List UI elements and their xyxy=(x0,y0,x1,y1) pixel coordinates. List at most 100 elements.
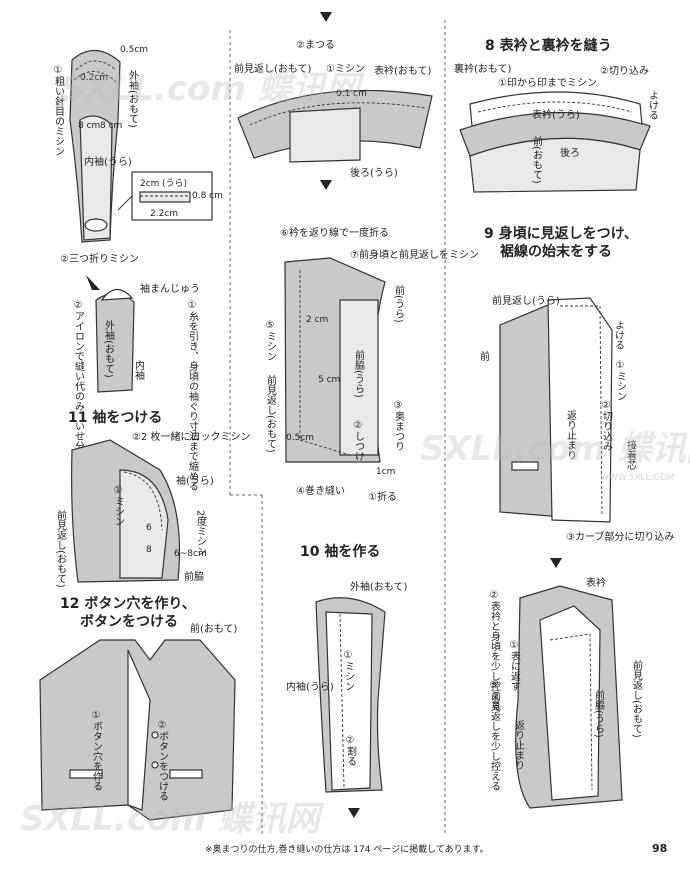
sleeve-prep-section: 0.5cm 0.2cm 8 cm 8 cm ①粗い針目のミシン 外袖(おもて) … xyxy=(53,45,223,491)
step-9-title-a: 9 身頃に見返しをつけ、 xyxy=(484,225,638,242)
sleeve-ham-shape xyxy=(100,288,134,301)
secure-label: ②しつけ xyxy=(353,420,365,461)
step11-machine-label: ①ミシン xyxy=(113,485,124,526)
step-12-title-b: ボタンをつける xyxy=(80,614,178,630)
button-2 xyxy=(151,761,159,769)
watermark-logo-top: SXLL.com 蝶讯网 xyxy=(60,69,365,109)
collar-machine: ①ミシン xyxy=(326,64,365,75)
step-11-section: 11 袖をつける ②2 枚一緒にロックミシン ①ミシン 袖(うら) 前見返し(お… xyxy=(55,409,251,588)
down-arrow-icon xyxy=(348,808,360,818)
step-10-section: 10 袖を作る 外袖(おもて) ①ミシン 内袖(うら) ②割る xyxy=(286,543,408,818)
measure-02cm: 0.2cm xyxy=(80,73,108,83)
step9-front: 前 xyxy=(480,350,490,363)
facing-05cm: 0.5cm xyxy=(286,433,314,443)
roll-stitch-label: ④巻き縫い xyxy=(296,484,345,497)
back-blind-label: ③奥まつり xyxy=(393,400,405,451)
step-10-title: 10 袖を作る xyxy=(300,543,380,560)
step9-align: よける xyxy=(613,320,624,350)
step9-facing xyxy=(547,297,613,523)
step9b-facing xyxy=(539,605,601,801)
facing-front-side: 前脇(うら) xyxy=(353,349,365,398)
buttonhole-label: ①ボタン穴を作る xyxy=(91,710,103,791)
step-11-title: 11 袖をつける xyxy=(68,409,162,426)
step9-lapel-end: 返り止まり xyxy=(565,410,577,460)
column-separators xyxy=(229,20,446,835)
button-label: ②ボタンをつける xyxy=(157,720,169,801)
iron-note-label: ②アイロンで縫い代のみ、いせ分をつぶす xyxy=(73,300,85,491)
inner-sleeve-label: 内袖(うら) xyxy=(84,155,132,168)
step9b-lapel-end: 返り止まり xyxy=(513,720,525,770)
step10-outer-sleeve: 外袖(おもて) xyxy=(350,580,408,593)
step9b-front-facing: 前見返し(おもて) xyxy=(631,659,643,738)
step12-front: 前(おもて) xyxy=(190,622,238,635)
step9b-turn: ①表に返す xyxy=(509,640,521,691)
down-arrow-icon xyxy=(320,180,332,190)
step9b-front-side: 前脇(うら) xyxy=(593,689,605,738)
down-arrow-icon xyxy=(550,558,562,568)
step9-seam-allow: 接着芯 xyxy=(625,439,637,470)
under-collar xyxy=(469,91,643,127)
collar-front-facing: 前見返し(おもて) xyxy=(234,62,312,75)
fold-label: ①折る xyxy=(368,490,397,503)
step9-clip: ②切り込み xyxy=(601,400,613,451)
step10-split: ②割る xyxy=(345,735,357,766)
triple-fold-label: ②三つ折りミシン xyxy=(60,252,139,265)
down-arrow-icon xyxy=(320,12,332,22)
inner-sleeve-white xyxy=(325,611,373,791)
pocket-left xyxy=(69,769,103,779)
coarse-stitch-label: ①粗い針目のミシン xyxy=(53,65,65,156)
lock-stitch-label: ②2 枚一緒にロックミシン xyxy=(132,430,251,443)
step9-pocket xyxy=(511,461,539,471)
facing-front-ura: 前(うら) xyxy=(393,284,405,323)
step8-clip: ②切り込み xyxy=(600,65,649,77)
pull-thread-label: ①糸を引き、身頃の袖ぐり寸法まで縮める xyxy=(187,300,199,491)
step-12-section: 12 ボタン穴を作り、 ボタンをつける 前(おもて) ①ボタン穴を作る ②ボタン… xyxy=(39,595,238,821)
facing-5cm: 5 cm xyxy=(318,375,340,385)
sleeve-ham-label: 袖まんじゅう xyxy=(140,282,200,295)
collar-blind-stitch: ②まつる xyxy=(296,39,335,51)
step11-front-side: 前脇 xyxy=(184,570,204,583)
facing-detail-section: ⑥衿を返り線で一度折る ⑦前身頃と前見返しをミシン 前(うら) 2 cm 5 c… xyxy=(265,226,479,503)
step8-under-collar: 裏衿(おもて) xyxy=(454,62,512,75)
step8-align: よける xyxy=(647,90,658,120)
step8-back: 後ろ xyxy=(560,146,580,159)
step9-front-facing: 前見返し(うら) xyxy=(492,294,560,307)
step9-curve-clip: ③カーブ部分に切り込み xyxy=(566,530,674,543)
button-1 xyxy=(151,731,159,739)
measure-6-8: 6~8cm xyxy=(174,549,207,559)
step8-top-collar: 表衿(うら) xyxy=(532,108,580,121)
step-8-title: 8 表衿と裏衿を縫う xyxy=(485,37,612,54)
step9b-top-collar: 表衿 xyxy=(586,576,606,589)
back-neck-area xyxy=(289,107,361,163)
down-arrow-icon xyxy=(86,275,100,290)
inner-sleeve-panel xyxy=(79,115,113,241)
collar-01cm: 0.1 cm xyxy=(336,89,367,99)
step11-front-facing: 前見返し(おもて) xyxy=(55,509,67,588)
watermark-logo-bottom: SXLL.com 蝶讯网 xyxy=(20,799,325,839)
step-12-title-a: 12 ボタン穴を作り、 xyxy=(60,595,196,612)
front-side-panel xyxy=(339,299,379,456)
collar-top-collar: 表衿(おもて) xyxy=(374,64,432,77)
measure-8cm-b: 8 cm xyxy=(100,121,122,131)
step-9b-section: 表衿 ②表衿と身頃を少し控える ①表に返す ③前見返しを少し控える 前見返し(お… xyxy=(489,576,643,809)
measure-6: 6 xyxy=(146,523,152,533)
measure-8: 8 xyxy=(146,545,152,555)
hem-22cm: 2.2cm xyxy=(150,209,178,219)
step-8-section: 8 表衿と裏衿を縫う 裏衿(おもて) ①印から印までミシン ②切り込み よける … xyxy=(454,37,658,193)
step8-front: 前(おもて) xyxy=(531,135,543,184)
jacket-inner-white xyxy=(127,649,151,811)
double-stitch-label: 2度ミシン xyxy=(195,510,207,556)
hem-08cm: 0.8 cm xyxy=(192,191,223,201)
measure-8cm-a: 8 cm xyxy=(78,121,100,131)
step10-inner-sleeve: 内袖(うら) xyxy=(286,680,334,693)
step-9-title-b: 裾線の始末をする xyxy=(500,243,612,260)
footnote: ※奥まつりの仕方,巻き縫いの仕方は 174 ページに掲載してあります。 xyxy=(205,843,489,855)
facing-2cm: 2 cm xyxy=(306,315,328,325)
measure-05cm: 0.5cm xyxy=(120,45,148,55)
hem-ura: (うら) xyxy=(162,178,187,189)
pocket-right xyxy=(169,769,203,779)
step-9-section: 9 身頃に見返しをつけ、 裾線の始末をする 前見返し(うら) よける 前 ①ミシ… xyxy=(480,225,674,568)
outer-sleeve-label: 外袖(おもて) xyxy=(127,70,139,128)
facing-front-facing: 前見返し(おもて) xyxy=(265,374,277,453)
